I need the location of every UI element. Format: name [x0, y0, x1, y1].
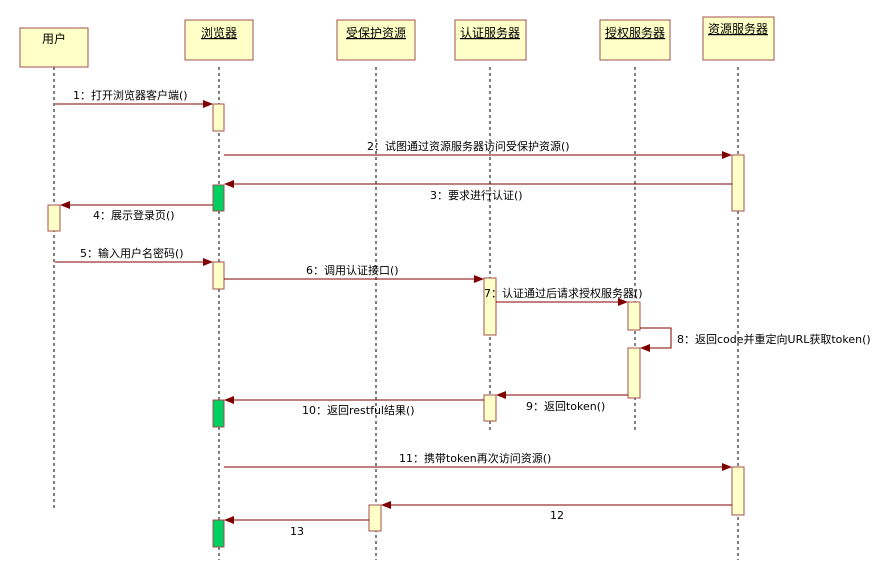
message-label-5: 5：输入用户名密码() — [80, 246, 184, 260]
message-label-13: 13 — [290, 525, 304, 538]
activation-browser-5 — [212, 519, 225, 548]
activation-rs-2 — [731, 466, 745, 516]
participant-label: 浏览器 — [201, 25, 237, 40]
participant-box — [599, 19, 671, 61]
activation-user-1 — [47, 204, 61, 232]
activation-resource-1 — [368, 504, 382, 532]
participant-auth: 认证服务器 — [454, 19, 527, 61]
participant-label: 认证服务器 — [460, 25, 520, 40]
activation-authz-2 — [627, 347, 641, 399]
message-label-4: 4：展示登录页() — [93, 208, 175, 222]
participant-box — [184, 19, 254, 61]
activation-rs-1 — [731, 154, 745, 212]
message-label-6: 6：调用认证接口() — [306, 264, 399, 277]
activations — [47, 103, 745, 548]
participant-user: 用户 — [19, 27, 89, 68]
participant-box — [454, 19, 527, 61]
message-label-11: 11：携带token再次访问资源() — [399, 451, 551, 465]
messages — [55, 100, 732, 524]
participant-box — [19, 27, 89, 68]
message-label-3: 3：要求进行认证() — [430, 189, 523, 202]
message-label-7: 7：认证通过后请求授权服务器() — [484, 286, 643, 300]
activation-auth-1 — [483, 277, 497, 336]
participant-label: 受保护资源 — [346, 26, 406, 40]
message-label-8: 8：返回code并重定向URL获取token() — [677, 332, 871, 346]
activation-browser-1 — [212, 103, 225, 132]
message-label-10: 10：返回restful结果() — [302, 404, 415, 417]
message-arrow-8 — [640, 327, 672, 352]
participant-authz: 授权服务器 — [599, 19, 671, 61]
activation-auth-2 — [483, 394, 497, 422]
message-labels: 1：打开浏览器客户端() 2：试图通过资源服务器访问受保护资源() 3：要求进行… — [73, 88, 871, 538]
participant-browser: 浏览器 — [184, 19, 254, 61]
message-label-9: 9：返回token() — [526, 400, 605, 413]
activation-browser-3 — [212, 261, 225, 290]
message-label-1: 1：打开浏览器客户端() — [73, 88, 188, 102]
message-label-12: 12 — [550, 509, 564, 522]
participants: 用户 浏览器 受保护资源 认证服务器 授权服务器 资源服务器 — [19, 16, 775, 68]
activation-browser-4 — [212, 399, 225, 428]
activation-authz-1 — [627, 301, 641, 331]
participant-label: 用户 — [42, 31, 66, 46]
participant-box — [336, 19, 416, 61]
participant-box — [702, 16, 775, 61]
participant-label: 资源服务器 — [708, 21, 768, 36]
message-label-2: 2：试图通过资源服务器访问受保护资源() — [367, 139, 570, 153]
participant-rs: 资源服务器 — [702, 16, 775, 61]
activation-browser-2 — [212, 184, 225, 212]
participant-label: 授权服务器 — [605, 25, 665, 40]
participant-resource: 受保护资源 — [336, 19, 416, 61]
